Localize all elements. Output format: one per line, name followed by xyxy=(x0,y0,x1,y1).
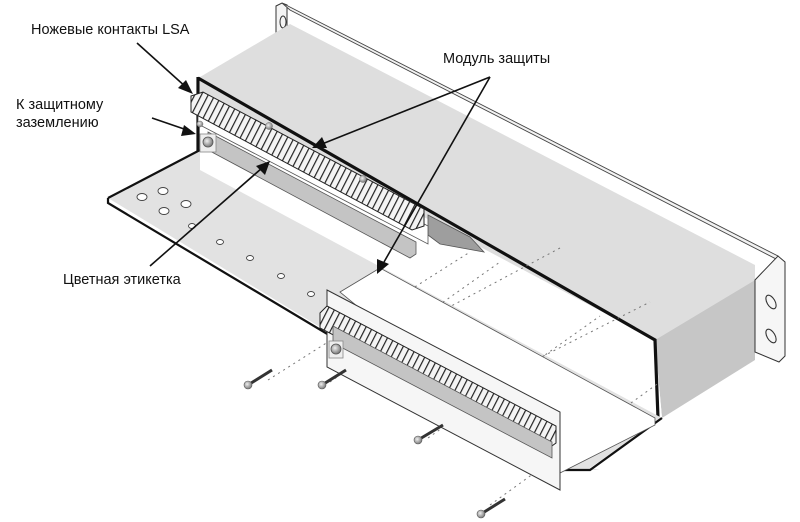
plate-hole xyxy=(157,187,169,195)
screw xyxy=(243,368,273,390)
label-lsa-contacts: Ножевые контакты LSA xyxy=(31,22,190,38)
plate-hole xyxy=(307,291,315,297)
module-screw xyxy=(265,122,273,130)
screw xyxy=(317,368,347,390)
callout-arrow-lsa xyxy=(136,42,193,94)
bracket-slot xyxy=(765,328,777,344)
housing-side-face xyxy=(655,280,755,418)
rack-ear-rear xyxy=(275,2,288,35)
rack-ear-front xyxy=(754,255,786,363)
plate-hole xyxy=(216,239,224,245)
module-screw xyxy=(359,175,367,183)
label-ground-line2: заземлению xyxy=(16,115,99,131)
protection-module-lower xyxy=(319,267,656,491)
housing-top-face xyxy=(200,24,755,340)
label-ground-line1: К защитному xyxy=(16,97,104,113)
plate-hole xyxy=(180,200,192,208)
callout-arrow-module-lower xyxy=(377,76,491,274)
callout-arrows xyxy=(136,42,491,274)
plate-holes xyxy=(136,187,315,297)
plate-hole xyxy=(277,273,285,279)
ground-stud xyxy=(196,120,204,128)
ground-screw-upper xyxy=(202,136,214,148)
label-color-label: Цветная этикетка xyxy=(63,272,181,288)
callout-arrow-color-label xyxy=(149,161,270,267)
callout-arrow-ground xyxy=(151,117,196,136)
protection-module-upper xyxy=(190,91,429,259)
ground-screw-lower xyxy=(330,343,342,355)
lsa-contact-strip-upper xyxy=(190,91,425,231)
screws xyxy=(243,368,506,519)
bracket-slot xyxy=(279,15,287,29)
screw xyxy=(413,423,444,445)
plate-hole xyxy=(136,193,148,201)
plate-hole xyxy=(246,255,254,261)
label-protective-ground: К защитному заземлению xyxy=(16,96,103,132)
bracket-slot xyxy=(765,294,777,310)
callout-arrow-module-upper xyxy=(312,76,491,148)
label-protection-module: Модуль защиты xyxy=(443,51,551,67)
color-label-strip-lower xyxy=(332,325,553,459)
assembly-guide-lines xyxy=(267,247,661,506)
plate-hole xyxy=(158,207,170,215)
screw xyxy=(476,497,506,519)
